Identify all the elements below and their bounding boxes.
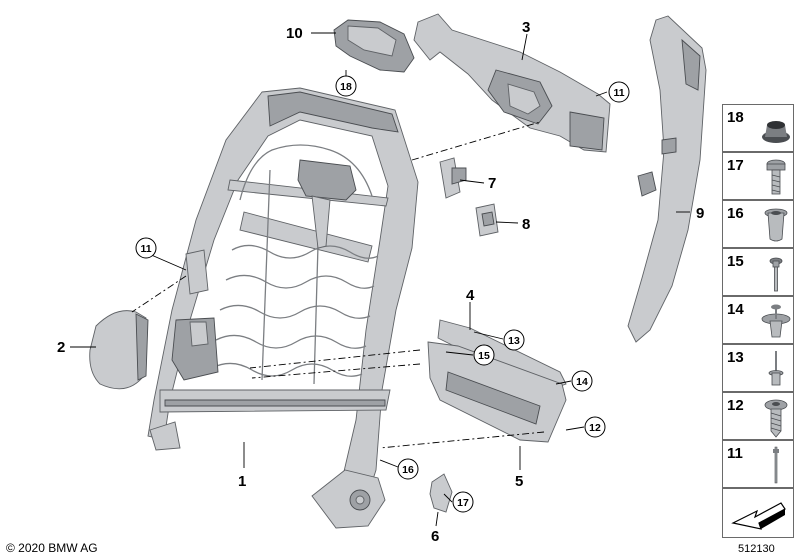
copyright: © 2020 BMW AG: [6, 541, 98, 555]
callout-8: 8: [522, 216, 530, 233]
rear-cover-part-9: [627, 15, 707, 343]
circled-callout-15: 15: [473, 344, 495, 366]
circled-callout-12: 12: [584, 416, 606, 438]
callout-6: 6: [431, 528, 439, 545]
legend-number: 13: [727, 349, 744, 366]
expanding-rivet-icon: [761, 304, 791, 338]
svg-text:14: 14: [576, 376, 588, 388]
callout-5: 5: [515, 473, 523, 490]
callout-1: 1: [238, 473, 246, 490]
grommet-icon: [762, 121, 790, 143]
svg-text:18: 18: [340, 81, 352, 93]
callout-10: 10: [286, 25, 303, 42]
circled-callout-13: 13: [503, 329, 525, 351]
torx-screw-icon: [766, 159, 786, 195]
legend-number: 17: [727, 157, 744, 174]
insert-nut-icon: [764, 208, 788, 242]
svg-text:15: 15: [478, 350, 490, 362]
svg-text:12: 12: [589, 422, 601, 434]
document-id: 512130: [738, 543, 775, 555]
circled-callout-18: 18: [335, 75, 357, 97]
callout-2: 2: [57, 339, 65, 356]
svg-text:11: 11: [140, 243, 151, 255]
legend-item-15: 15: [722, 248, 794, 296]
callout-9: 9: [696, 205, 704, 222]
svg-text:16: 16: [402, 464, 414, 476]
legend-item-11: 11: [722, 440, 794, 488]
legend-number: 15: [727, 253, 744, 270]
cable-tie-icon: [773, 446, 779, 484]
legend-number: 14: [727, 301, 744, 318]
legend-number: 11: [727, 445, 743, 462]
clip-part-7: [439, 157, 467, 199]
blind-rivet-icon: [768, 351, 784, 386]
svg-text:11: 11: [613, 87, 624, 99]
circled-callout-14: 14: [571, 370, 593, 392]
legend-item-13: 13: [722, 344, 794, 392]
legend-number: 16: [727, 205, 744, 222]
callout-4: 4: [466, 287, 475, 304]
circled-callout-11-left: 11: [135, 237, 157, 259]
collar-screw-icon: [764, 399, 788, 438]
legend-item-18: 18: [722, 104, 794, 152]
actuator-part-10: [333, 19, 415, 73]
direction-arrow-icon: [731, 502, 786, 530]
callout-3: 3: [522, 19, 530, 36]
fastener-legend: 18 17 16 15 14: [722, 104, 794, 544]
legend-direction-cell: [722, 488, 794, 538]
legend-number: 12: [727, 397, 744, 414]
pin-icon: [769, 257, 783, 292]
leader-lines: [70, 32, 690, 527]
circled-callout-11-top: 11: [608, 81, 630, 103]
backrest-frame-part-1: [147, 87, 419, 529]
legend-number: 18: [727, 109, 744, 126]
clip-part-8: [475, 203, 499, 237]
side-cover-part-2: [89, 310, 149, 390]
legend-item-14: 14: [722, 296, 794, 344]
legend-item-16: 16: [722, 200, 794, 248]
circled-callout-16: 16: [397, 458, 419, 480]
svg-text:13: 13: [508, 335, 520, 347]
circled-callout-17: 17: [452, 491, 474, 513]
upper-bracket-part-3: [413, 13, 611, 153]
svg-text:17: 17: [457, 497, 469, 509]
small-bracket-part-6: [429, 473, 453, 513]
legend-item-12: 12: [722, 392, 794, 440]
legend-item-17: 17: [722, 152, 794, 200]
callout-7: 7: [488, 175, 496, 192]
